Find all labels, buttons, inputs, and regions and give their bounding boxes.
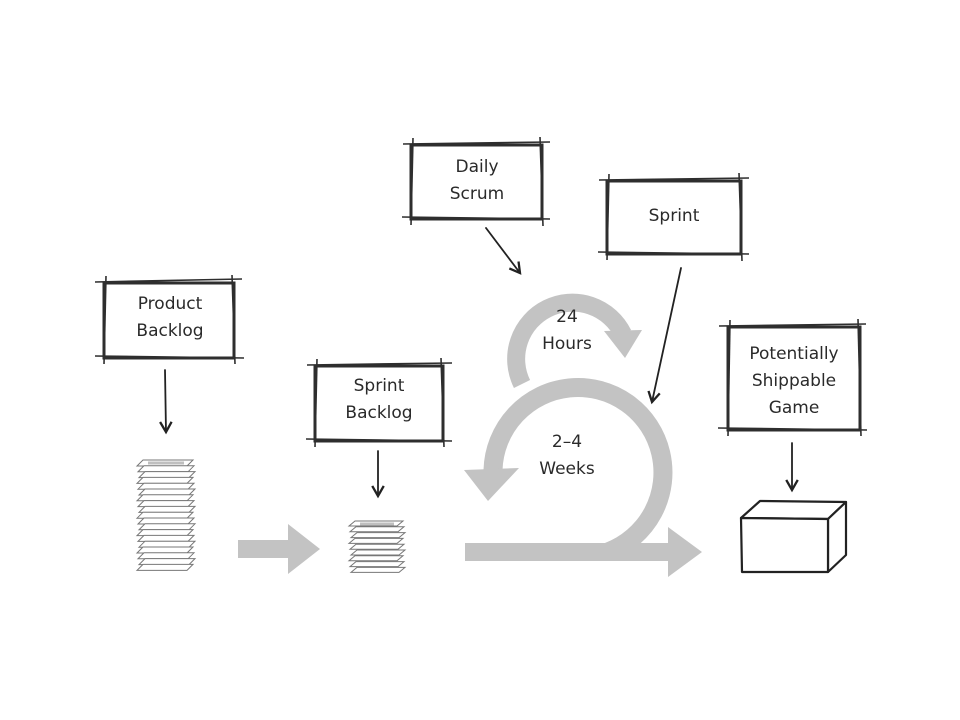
daily-loop-arrowhead bbox=[604, 330, 642, 358]
daily-loop-label-line1: 24 bbox=[556, 307, 578, 327]
product-backlog-sheet bbox=[136, 482, 196, 490]
shippable-game-label-line1: Potentially bbox=[749, 344, 838, 364]
sprint-backlog-paper-stack bbox=[347, 520, 407, 573]
sprint-backlog-label-line1: Sprint bbox=[354, 376, 405, 396]
product-backlog-sheet bbox=[136, 465, 196, 473]
sprint-backlog-sheet bbox=[347, 555, 405, 562]
sprint-loop-arrowhead bbox=[464, 468, 519, 501]
product-backlog-sheet bbox=[137, 505, 197, 513]
backlog-to-sprint-arrow bbox=[238, 524, 320, 574]
potentially-shippable-game-box: Potentially Shippable Game bbox=[717, 318, 868, 437]
product-backlog-sheet bbox=[137, 488, 197, 496]
sprint-backlog-label-line2: Backlog bbox=[345, 403, 412, 423]
product-backlog-sheet bbox=[135, 529, 195, 537]
daily-loop-arc bbox=[507, 293, 632, 388]
sprint-to-game-arrow bbox=[465, 527, 702, 577]
product-backlog-sheet bbox=[136, 552, 196, 560]
sprint-loop-label-line1: 2–4 bbox=[552, 432, 582, 452]
sprint-label: Sprint bbox=[649, 206, 700, 226]
product-backlog-sheet bbox=[135, 511, 195, 519]
product-backlog-sheet bbox=[137, 471, 197, 479]
daily-scrum-label-line1: Daily bbox=[455, 157, 498, 177]
sprint-backlog-sheet bbox=[348, 543, 406, 550]
shippable-game-cube-icon bbox=[739, 499, 848, 574]
sprint-backlog-sheet bbox=[349, 549, 407, 556]
daily-loop-label-line2: Hours bbox=[542, 334, 592, 354]
sprint-backlog-box: Sprint Backlog bbox=[305, 357, 453, 448]
product-backlog-sheet bbox=[135, 563, 195, 571]
sprint-backlog-sheet bbox=[348, 561, 406, 568]
product-backlog-sheet bbox=[136, 517, 196, 525]
sprint-box: Sprint bbox=[597, 172, 750, 262]
sprint-backlog-sheet bbox=[349, 532, 407, 539]
product-backlog-sheet bbox=[136, 534, 196, 542]
product-backlog-box: Product Backlog bbox=[94, 274, 245, 365]
sprint-backlog-sheet bbox=[347, 537, 405, 544]
product-backlog-paper-stack bbox=[135, 459, 197, 571]
product-backlog-sheet bbox=[137, 558, 197, 566]
product-backlog-label-line1: Product bbox=[138, 294, 203, 314]
daily-scrum-pointer-arrow bbox=[485, 227, 522, 275]
product-backlog-pointer-arrow bbox=[159, 369, 173, 435]
daily-scrum-label-line2: Scrum bbox=[450, 184, 504, 204]
product-backlog-sheet bbox=[137, 523, 197, 531]
product-backlog-sheet bbox=[136, 500, 196, 508]
sprint-backlog-sheet bbox=[349, 566, 407, 573]
product-backlog-sheet bbox=[137, 540, 197, 548]
sprint-pointer-arrow bbox=[647, 267, 682, 405]
shippable-game-label-line2: Shippable bbox=[752, 371, 836, 391]
sprint-loop-arc bbox=[483, 377, 673, 561]
product-backlog-sheet bbox=[135, 476, 195, 484]
sprint-backlog-sheet bbox=[348, 526, 406, 533]
daily-scrum-box: Daily Scrum bbox=[401, 136, 551, 227]
product-backlog-label-line2: Backlog bbox=[136, 321, 203, 341]
product-backlog-sheet bbox=[135, 494, 195, 502]
product-backlog-sheet bbox=[135, 546, 195, 554]
shippable-game-label-line3: Game bbox=[769, 398, 820, 418]
sprint-loop-label-line2: Weeks bbox=[539, 459, 595, 479]
